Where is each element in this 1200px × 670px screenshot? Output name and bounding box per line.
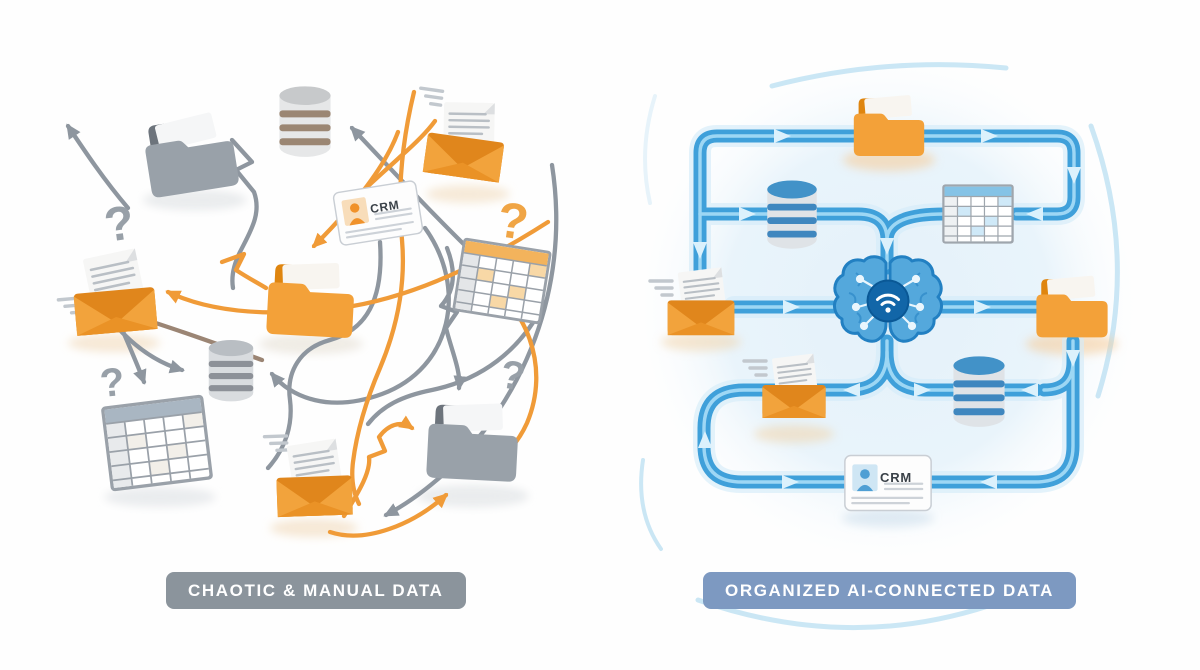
orange-folder-icon xyxy=(266,259,356,339)
ai-brain-icon xyxy=(833,255,943,343)
database-icon xyxy=(279,86,331,157)
left-panel: CRM ? ? ? ? xyxy=(56,86,559,538)
svg-text:?: ? xyxy=(494,191,532,251)
gray-folder-icon xyxy=(140,109,240,199)
svg-text:?: ? xyxy=(98,360,126,406)
gray-spreadsheet-icon xyxy=(100,394,214,492)
gray-database-icon xyxy=(208,339,254,402)
database-icon xyxy=(767,180,817,249)
left-panel-caption: CHAOTIC & MANUAL DATA xyxy=(166,572,466,609)
decorative-arcs xyxy=(639,62,1120,631)
crm-card-label: CRM xyxy=(369,198,400,216)
spreadsheet-icon xyxy=(942,184,1014,244)
wifi-icon xyxy=(876,293,900,313)
question-marks: ? ? ? ? xyxy=(98,191,532,406)
right-panel: CRM xyxy=(626,42,1150,631)
gray-folder-icon xyxy=(426,399,520,483)
email-icon xyxy=(262,434,355,519)
right-panel-caption: ORGANIZED AI-CONNECTED DATA xyxy=(703,572,1077,609)
orange-spreadsheet-icon xyxy=(451,237,553,325)
database-icon xyxy=(953,356,1005,427)
crm-card-label: CRM xyxy=(880,470,912,485)
email-icon xyxy=(56,245,160,338)
crm-card-icon: CRM xyxy=(331,179,425,247)
svg-text:?: ? xyxy=(101,196,137,253)
